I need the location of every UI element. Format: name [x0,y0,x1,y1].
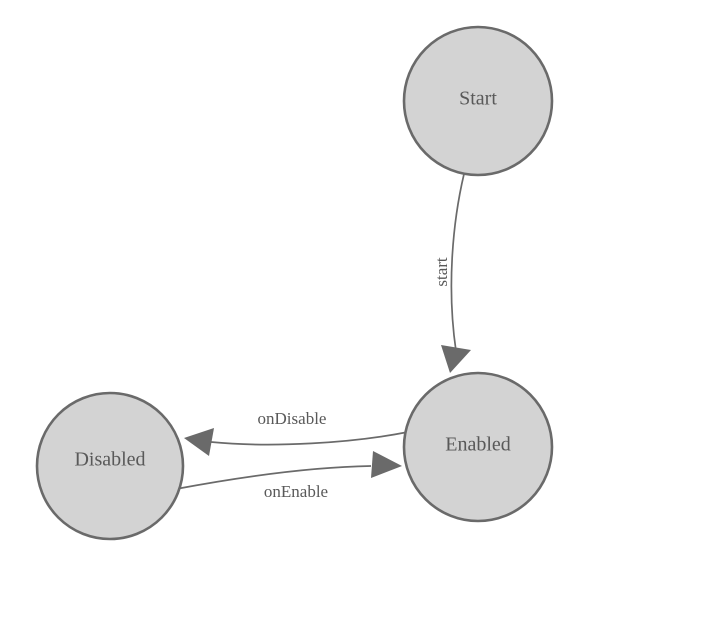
edge-enabled-to-disabled-arrowhead [184,428,214,456]
edge-label-onenable: onEnable [264,482,328,501]
node-disabled[interactable]: Disabled [35,391,185,541]
node-start[interactable]: Start [402,25,554,177]
node-enabled-label: Enabled [445,434,511,456]
edge-disabled-to-enabled-path [175,465,372,490]
node-enabled-circle [402,371,554,523]
node-start-circle [402,25,554,177]
edge-enabled-to-disabled-path [210,431,409,446]
edge-label-ondisable: onDisable [258,409,327,428]
node-disabled-label: Disabled [74,449,145,471]
edge-start-to-enabled-arrowhead [441,345,471,373]
edge-start-to-enabled[interactable]: start [432,173,471,373]
edge-disabled-to-enabled-arrowhead [371,451,402,478]
node-enabled[interactable]: Enabled [402,371,554,523]
edge-enabled-to-disabled[interactable]: onDisable [184,409,409,456]
edge-label-start: start [432,257,451,287]
node-start-label: Start [459,88,497,110]
node-disabled-circle [35,391,185,541]
edge-start-to-enabled-path [450,173,465,352]
edge-disabled-to-enabled[interactable]: onEnable [175,451,402,501]
